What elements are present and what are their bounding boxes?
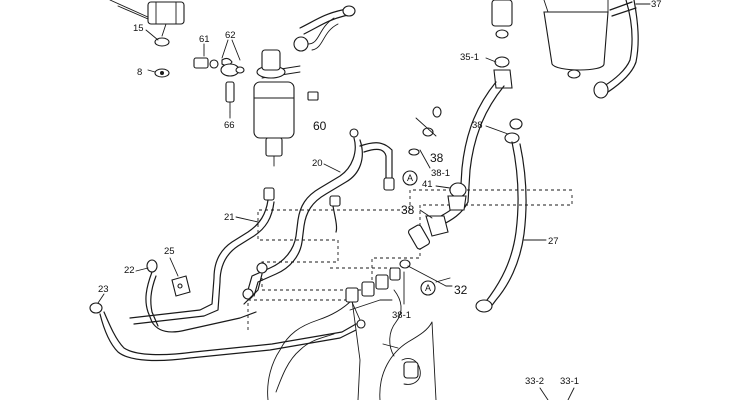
elbow-35-1 bbox=[485, 56, 513, 89]
part-label-61: 61 bbox=[199, 34, 210, 45]
fittings-41-38 bbox=[399, 182, 467, 269]
part-label-21: 21 bbox=[224, 212, 235, 223]
leaders-32 bbox=[407, 265, 453, 287]
callout-a-lower: A bbox=[420, 280, 436, 296]
pipe-top-center bbox=[299, 5, 356, 35]
part-label-22: 22 bbox=[124, 265, 135, 276]
return-pipe-vertical bbox=[433, 81, 505, 227]
part-label-23: 23 bbox=[98, 284, 109, 295]
injection-lines bbox=[89, 128, 395, 362]
svg-text:A: A bbox=[425, 283, 431, 293]
callout-a-upper: A bbox=[402, 170, 418, 186]
part-label-27: 27 bbox=[548, 236, 559, 247]
leader-21 bbox=[235, 216, 259, 223]
injection-pump-outlets bbox=[345, 267, 401, 329]
fuel-filter-center bbox=[253, 17, 339, 167]
leader-20 bbox=[323, 163, 341, 173]
part-label-25: 25 bbox=[164, 246, 175, 257]
part-label-35-1: 35-1 bbox=[460, 52, 479, 63]
part-label-60: 60 bbox=[313, 119, 327, 133]
part-label-66: 66 bbox=[224, 120, 235, 131]
part-label-32: 32 bbox=[454, 283, 468, 297]
injector-top-left bbox=[109, 0, 185, 78]
engine-block-outline bbox=[267, 289, 437, 400]
leader-25 bbox=[169, 257, 179, 277]
part-label-8: 8 bbox=[137, 67, 142, 78]
part-label-20: 20 bbox=[312, 158, 323, 169]
part-label-38-1-upper: 38-1 bbox=[431, 168, 450, 179]
part-label-62: 62 bbox=[225, 30, 236, 41]
part-label-41: 41 bbox=[422, 179, 433, 190]
leader-23 bbox=[97, 293, 105, 304]
part-label-38-right: 38 bbox=[472, 120, 483, 131]
leaders-33 bbox=[539, 387, 575, 400]
leader-22 bbox=[135, 267, 149, 272]
part-label-37: 37 bbox=[651, 0, 662, 10]
part-label-33-2: 33-2 bbox=[525, 376, 544, 387]
pipe-27 bbox=[475, 118, 547, 313]
svg-text:A: A bbox=[407, 173, 413, 183]
part-label-33-1: 33-1 bbox=[560, 376, 579, 387]
clamps-38-upper bbox=[408, 106, 442, 169]
part-label-38-1-lower: 38-1 bbox=[392, 310, 411, 321]
fittings-61-62-66 bbox=[193, 39, 245, 119]
filter-top-right bbox=[491, 0, 639, 99]
part-label-15: 15 bbox=[133, 23, 144, 34]
part-label-38-mid: 38 bbox=[401, 203, 415, 217]
part-label-38-upper: 38 bbox=[430, 151, 444, 165]
